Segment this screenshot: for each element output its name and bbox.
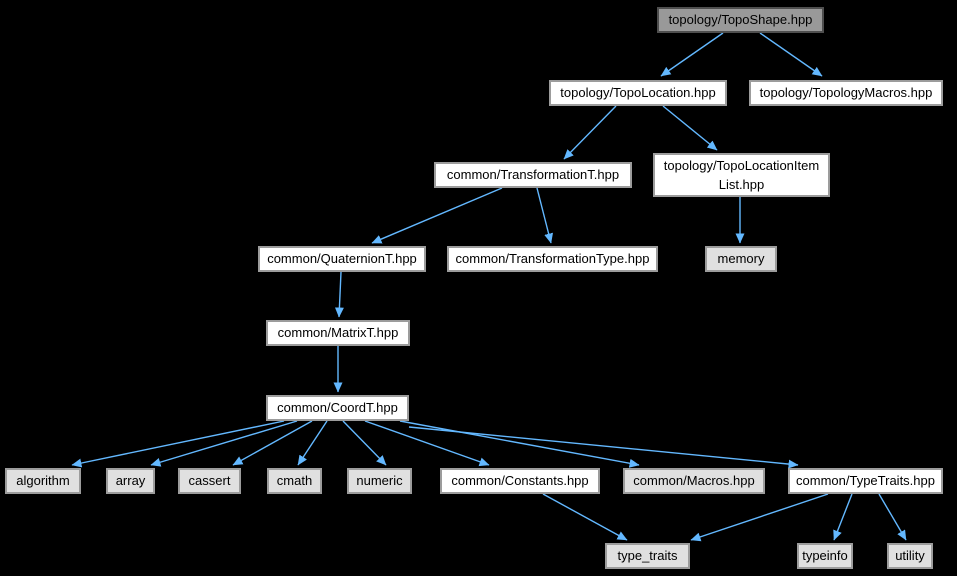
node-common-transformationtype-hpp[interactable]: common/TransformationType.hpp: [447, 246, 658, 272]
edge-topolocation-transformationt: [563, 105, 617, 160]
edge-transformationt-transformationtype: [536, 187, 554, 244]
edge-constants-type-traits: [542, 493, 628, 541]
node-topology-topolocation-hpp[interactable]: topology/TopoLocation.hpp: [549, 80, 727, 106]
node-typeinfo: typeinfo: [797, 543, 853, 569]
edge-toposhape-topologymacros: [759, 32, 823, 77]
edge-coordt-typetraits: [408, 426, 799, 469]
node-common-coordt-hpp[interactable]: common/CoordT.hpp: [266, 395, 409, 421]
node-common-macros-hpp: common/Macros.hpp: [623, 468, 765, 494]
node-cmath: cmath: [267, 468, 322, 494]
edge-coordt-constants: [364, 420, 490, 467]
node-numeric: numeric: [347, 468, 412, 494]
node-common-transformationt-hpp[interactable]: common/TransformationT.hpp: [434, 162, 632, 188]
edge-toposhape-topolocation: [660, 32, 724, 77]
node-algorithm: algorithm: [5, 468, 81, 494]
edge-typetraits-utility: [878, 493, 907, 541]
node-array: array: [106, 468, 155, 494]
edge-topolocation-topolocationitemlist: [662, 105, 718, 151]
edge-transformationt-quaterniont: [371, 187, 503, 244]
edge-typetraits-type-traits: [690, 493, 829, 542]
edge-quaterniont-matrixt: [334, 271, 344, 318]
edge-coordt-cmath: [297, 420, 328, 466]
node-type-traits: type_traits: [605, 543, 690, 569]
node-common-typetraits-hpp[interactable]: common/TypeTraits.hpp: [788, 468, 943, 494]
edge-coordt-numeric: [342, 420, 387, 466]
node-common-matrixt-hpp[interactable]: common/MatrixT.hpp: [266, 320, 410, 346]
edge-coordt-cassert: [232, 420, 313, 466]
node-topology-topologymacros-hpp[interactable]: topology/TopologyMacros.hpp: [749, 80, 943, 106]
edge-coordt-algorithm: [71, 420, 285, 468]
node-topology-toposhape-hpp: topology/TopoShape.hpp: [657, 7, 824, 33]
node-common-constants-hpp[interactable]: common/Constants.hpp: [440, 468, 600, 494]
edge-coordt-array: [150, 420, 298, 467]
node-utility: utility: [887, 543, 933, 569]
edge-coordt-macros: [399, 420, 640, 468]
node-cassert: cassert: [178, 468, 241, 494]
node-topology-topolocationitemlist-hpp[interactable]: topology/TopoLocationItem List.hpp: [653, 153, 830, 197]
node-memory: memory: [705, 246, 777, 272]
node-common-quaterniont-hpp[interactable]: common/QuaternionT.hpp: [258, 246, 426, 272]
edge-typetraits-typeinfo: [833, 493, 853, 541]
